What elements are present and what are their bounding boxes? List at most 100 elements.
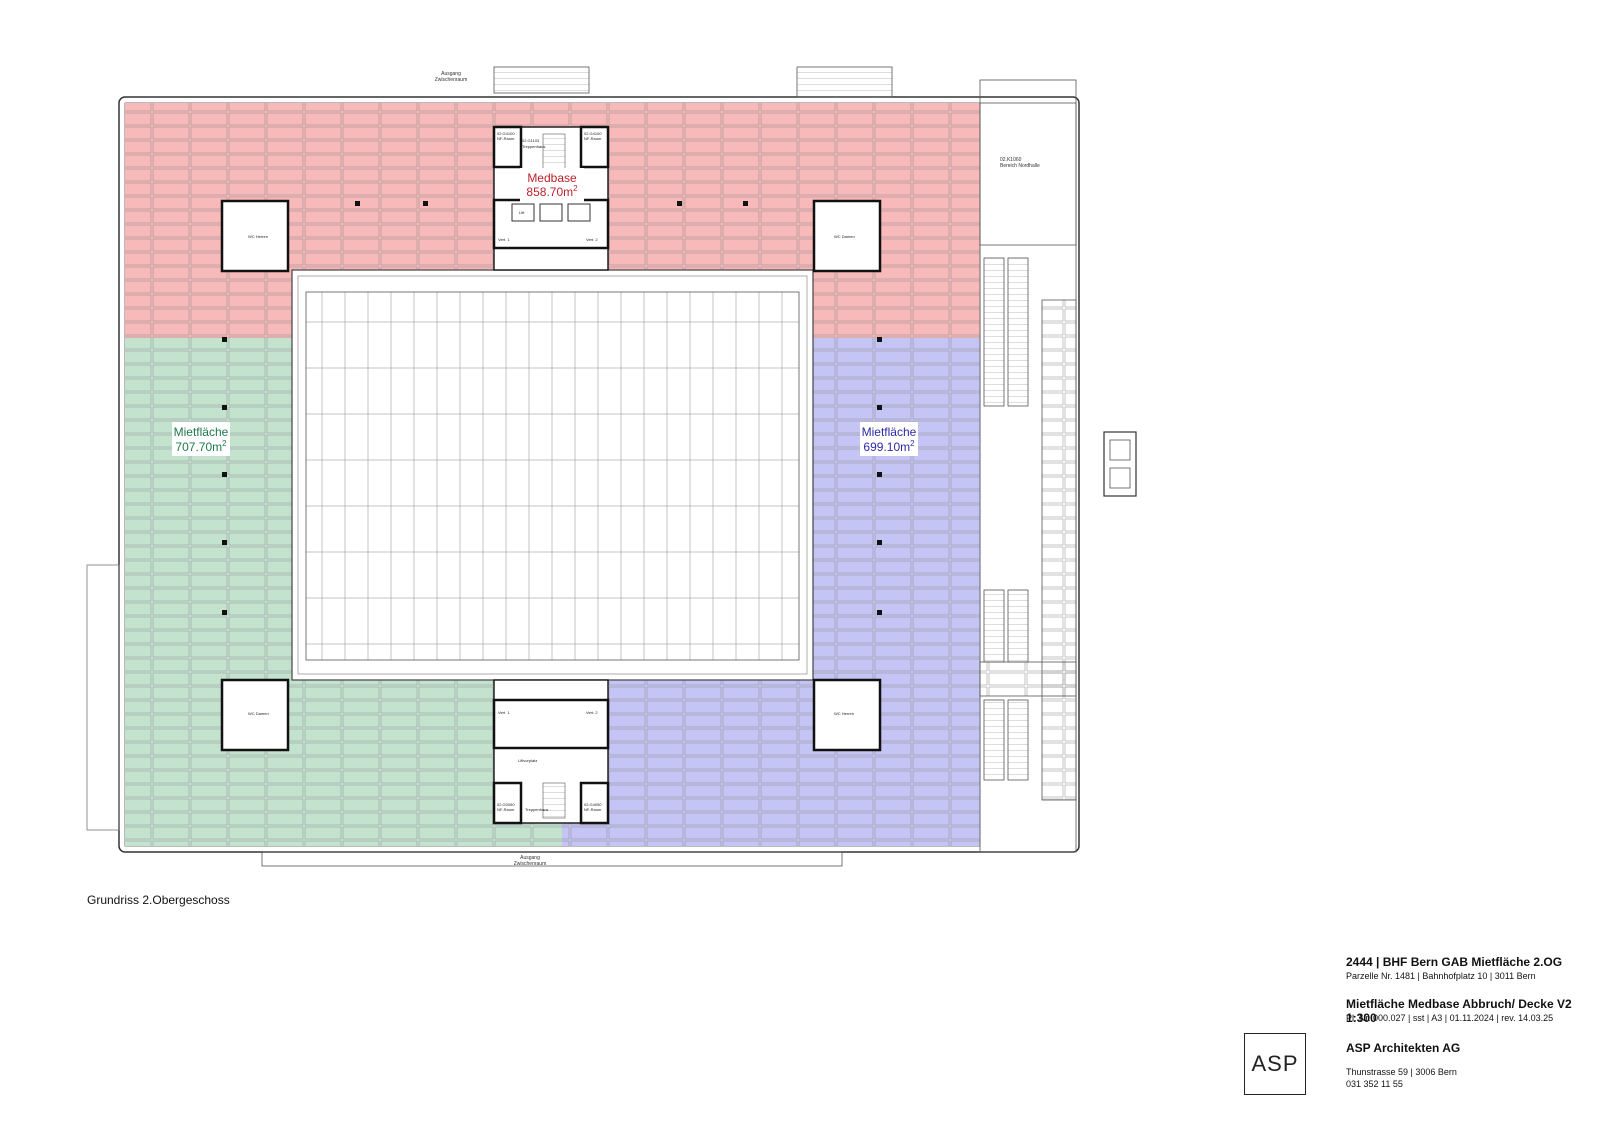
room-label: Treppenhaus xyxy=(525,807,548,812)
annex-lift-block xyxy=(1103,431,1137,497)
escalator-south-1 xyxy=(983,589,1005,663)
core-north-right-room xyxy=(579,125,610,169)
east-label-bg xyxy=(860,422,918,456)
atrium-skylight xyxy=(305,291,800,661)
medbase-label-area: 858.70m2 xyxy=(526,184,578,199)
room-label: WC Damen xyxy=(834,234,855,239)
room-label: 02.G4100 xyxy=(584,131,602,136)
medbase-area-value: 858.70m xyxy=(526,185,573,199)
column xyxy=(877,610,882,615)
room-label: Vert. 1 xyxy=(498,710,510,715)
exit-stair-north xyxy=(493,66,590,94)
room-label: WC Damen xyxy=(248,711,269,716)
column xyxy=(677,201,682,206)
core-south-stair xyxy=(542,782,566,819)
core-north-stair xyxy=(542,133,566,170)
east-label-name: Mietfläche xyxy=(862,425,917,439)
escalator-north-2 xyxy=(1007,257,1029,407)
lift-shaft-1 xyxy=(511,203,535,222)
annex-lift-1 xyxy=(1109,439,1131,461)
west-label-area: 707.70m2 xyxy=(175,439,227,454)
column xyxy=(355,201,360,206)
room-label: Lift xyxy=(519,210,525,215)
lift-shaft-2 xyxy=(539,203,563,222)
medbase-label-bg xyxy=(520,168,584,202)
escalator-south-3 xyxy=(983,699,1005,781)
room-label: Vert. 2 xyxy=(586,237,598,242)
exit-south-label-2: Zwischenraum xyxy=(514,861,547,867)
core-north-left-room xyxy=(492,125,523,169)
company-name: ASP Architekten AG xyxy=(1346,1041,1461,1055)
zone-label-east: Mietfläche 699.10m2 xyxy=(860,422,918,456)
exit-stair-north-right xyxy=(796,66,893,98)
project-parcel: Parzelle Nr. 1481 | Bahnhofplatz 10 | 30… xyxy=(1346,971,1536,981)
west-label-bg xyxy=(172,422,230,456)
walkway-bridge xyxy=(979,661,1077,697)
escalator-south-4 xyxy=(1007,699,1029,781)
room-label: 02.G4100 xyxy=(497,131,515,136)
room-label: Vert. 2 xyxy=(586,710,598,715)
room-label: NF-Raum xyxy=(497,807,515,812)
core-south-right-room xyxy=(579,781,610,825)
medbase-area-exp: 2 xyxy=(573,184,578,193)
column xyxy=(222,610,227,615)
room-label: Vert. 1 xyxy=(498,237,510,242)
column xyxy=(877,472,882,477)
room-label: 02.G4050 xyxy=(584,802,602,807)
core-wc-se xyxy=(812,678,882,752)
core-south-left-room xyxy=(492,781,523,825)
hall-name-label: Bereich Nordhalle xyxy=(1000,163,1040,169)
east-area-exp: 2 xyxy=(910,439,915,448)
nordhalle-area xyxy=(979,102,1077,246)
atrium-inner-edge xyxy=(297,275,808,675)
company-phone: 031 352 11 55 xyxy=(1346,1079,1403,1089)
company-logo-text: ASP xyxy=(1251,1051,1299,1076)
column xyxy=(743,201,748,206)
medbase-label-name: Medbase xyxy=(527,171,577,185)
column xyxy=(423,201,428,206)
structural-columns xyxy=(222,201,882,615)
exit-south-label-1: Ausgang xyxy=(520,855,540,861)
column xyxy=(222,337,227,342)
column xyxy=(222,405,227,410)
column xyxy=(877,540,882,545)
room-label: NF-Raum xyxy=(497,136,515,141)
plan-caption: Grundriss 2.Obergeschoss xyxy=(87,893,230,907)
project-title: 2444 | BHF Bern GAB Mietfläche 2.OG xyxy=(1346,955,1563,969)
core-south xyxy=(492,679,610,825)
core-wc-sw xyxy=(220,678,290,752)
core-south-upper-block xyxy=(492,698,610,750)
core-north xyxy=(492,125,610,271)
company-logo: ASP xyxy=(1244,1033,1306,1095)
annex-lift-2 xyxy=(1109,467,1131,489)
room-label: Treppenhaus xyxy=(522,144,545,149)
west-area-value: 707.70m xyxy=(175,440,222,454)
plan-title: Mietfläche Medbase Abbruch/ Decke V2 1:3… xyxy=(1346,997,1572,1025)
zone-label-medbase: Medbase 858.70m2 xyxy=(520,168,584,202)
room-label: Liftvorplatz xyxy=(518,758,537,763)
core-wc-nw xyxy=(220,199,290,273)
column xyxy=(222,540,227,545)
east-label-area: 699.10m2 xyxy=(863,439,915,454)
company-address: Thunstrasse 59 | 3006 Bern xyxy=(1346,1067,1457,1077)
east-area-value: 699.10m xyxy=(863,440,910,454)
exit-north-label-1: Ausgang xyxy=(441,71,461,77)
west-label-name: Mietfläche xyxy=(174,425,229,439)
east-annex xyxy=(979,79,1137,853)
column xyxy=(877,405,882,410)
room-label: NF-Raum xyxy=(584,807,602,812)
lift-shaft-3 xyxy=(567,203,591,222)
room-label: WC Herren xyxy=(834,711,854,716)
walkway-corridor xyxy=(1041,299,1077,801)
hall-id-label: 02.K1060 xyxy=(1000,157,1022,163)
room-label: NF-Raum xyxy=(584,136,602,141)
escalator-south-2 xyxy=(1007,589,1029,663)
column xyxy=(222,472,227,477)
west-outline-annex xyxy=(86,564,120,831)
exit-north-label-2: Zwischenraum xyxy=(435,77,468,83)
zone-label-west: Mietfläche 707.70m2 xyxy=(172,422,230,456)
column xyxy=(877,337,882,342)
core-wc-ne xyxy=(812,199,882,273)
plan-meta: Pl. Nr. 000.027 | sst | A3 | 01.11.2024 … xyxy=(1346,1013,1554,1023)
